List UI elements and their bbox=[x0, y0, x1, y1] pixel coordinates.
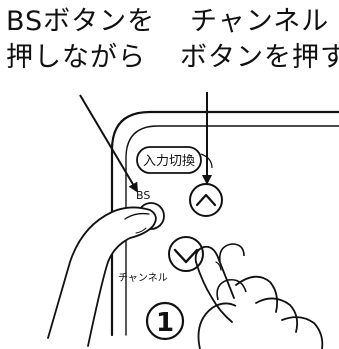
input-switch-button[interactable]: 入力切換 bbox=[136, 146, 202, 174]
number-2-button-outline bbox=[197, 302, 237, 349]
arrow-to-bs-button bbox=[79, 94, 139, 193]
caption-bs-line1: BSボタンを bbox=[6, 6, 156, 37]
caption-channel-line2: ボタンを押す bbox=[180, 42, 339, 73]
chevron-down-icon bbox=[173, 248, 199, 264]
channel-up-button[interactable] bbox=[189, 183, 223, 217]
chevron-up-icon bbox=[195, 193, 217, 207]
left-hand bbox=[47, 206, 157, 347]
bs-label: BS bbox=[136, 189, 150, 202]
caption-channel-line1: チャンネル bbox=[190, 6, 330, 37]
caption-bs-line2: 押しながら bbox=[6, 42, 146, 73]
right-hand bbox=[194, 245, 324, 349]
channel-label: チャンネル bbox=[118, 272, 168, 284]
number-1-label: 1 bbox=[156, 308, 174, 338]
number-1-button[interactable]: 1 bbox=[145, 301, 185, 341]
side-button-outline bbox=[218, 243, 245, 263]
channel-down-button[interactable] bbox=[168, 236, 204, 272]
input-switch-label: 入力切換 bbox=[143, 154, 195, 169]
side-button-outline bbox=[216, 278, 247, 301]
